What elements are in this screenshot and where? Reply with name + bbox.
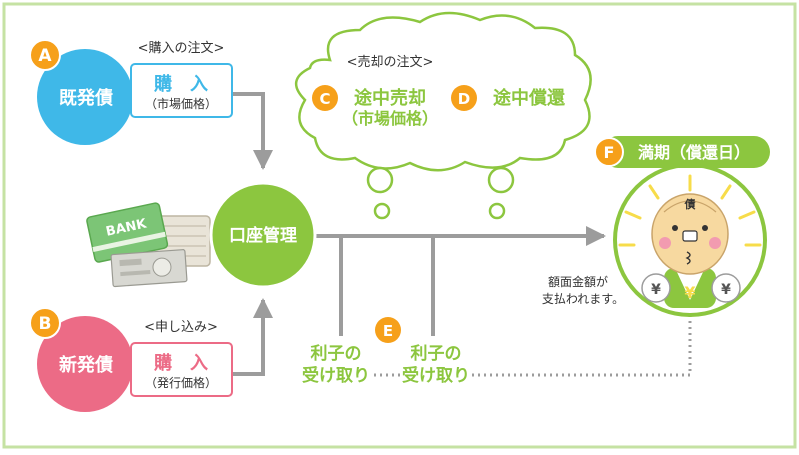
maturity-label: 満期（償還日） — [638, 143, 750, 162]
outer-frame — [2, 2, 797, 449]
d-early-redemption: 途中償還 — [493, 87, 566, 109]
bond-b-price-label: （発行価格） — [145, 375, 217, 390]
bond-a-group: A 既発債 <購入の注文> 購 入 （市場価格） — [29, 39, 233, 145]
banknote — [110, 249, 188, 288]
sell-cloud-group: <売却の注文> C 途中売却 （市場価格） D 途中償還 — [295, 11, 592, 220]
cloud-shape — [295, 11, 592, 172]
payment-dotted-line — [472, 316, 692, 377]
badge-d: D — [458, 90, 470, 108]
c-market-price: （市場価格） — [342, 109, 438, 128]
interest-1-line1: 利子の — [311, 343, 362, 364]
bond-b-order-caption: <申し込み> — [144, 320, 218, 335]
mascot-hat-char: 債 — [684, 197, 696, 211]
mascot-yen-right: ¥ — [721, 282, 731, 298]
badge-c: C — [319, 90, 330, 108]
maturity-note-line1: 額面金額が — [548, 274, 608, 289]
maturity-note-line2: 支払われます。 — [542, 292, 624, 306]
interest-2-line2: 受け取り — [402, 365, 470, 386]
badge-f-circle — [594, 137, 624, 167]
bank-illustration: BANK — [86, 202, 211, 288]
badge-d-circle — [451, 85, 477, 111]
bond-mascot: 債 ¥ ¥ ¥ — [641, 193, 741, 308]
account-group: 口座管理 — [209, 181, 317, 289]
interest-1-line2: 受け取り — [302, 365, 370, 386]
bond-a-buy-label: 購 入 — [153, 73, 208, 95]
bond-b-badge: B — [39, 314, 52, 334]
account-label: 口座管理 — [229, 225, 297, 246]
mascot-yen-center: ¥ — [684, 283, 695, 302]
bond-b-buy-box — [130, 342, 233, 397]
maturity-label-pill — [602, 136, 770, 168]
thought-bubble-4 — [488, 202, 506, 220]
thought-bubble-1 — [366, 166, 394, 194]
badge-f: F — [604, 143, 615, 162]
thought-bubble-2 — [373, 202, 391, 220]
bond-b-label: 新発債 — [59, 354, 113, 376]
bond-b-badge-circle — [29, 307, 61, 339]
bond-a-price-label: （市場価格） — [145, 96, 217, 111]
badge-e-circle — [375, 317, 401, 343]
account-circle — [209, 181, 317, 289]
bond-a-circle — [37, 49, 133, 145]
bond-a-buy-box — [130, 63, 233, 118]
arrow-buy-b-to-account — [232, 298, 273, 376]
bond-a-badge: A — [38, 46, 52, 66]
maturity-group: 債 ¥ ¥ ¥ F 満期（償還日） 額面金額が 支払われます。 — [542, 136, 770, 317]
badge-c-circle — [312, 85, 338, 111]
bond-a-order-caption: <購入の注文> — [138, 41, 225, 56]
arrow-buy-a-to-account — [232, 92, 273, 170]
bond-a-badge-circle — [29, 39, 61, 71]
sun-rays — [618, 174, 762, 247]
interest-group: 利子の 受け取り E 利子の 受け取り — [302, 317, 470, 386]
bond-b-group: B 新発債 <申し込み> 購 入 （発行価格） — [29, 307, 233, 412]
bond-b-circle — [37, 316, 133, 412]
bond-a-label: 既発債 — [59, 87, 113, 109]
interest-2-line1: 利子の — [411, 343, 462, 364]
sell-caption: <売却の注文> — [347, 54, 434, 70]
thought-bubble-3 — [487, 166, 515, 194]
badge-e: E — [383, 322, 393, 340]
flow-arrows — [232, 92, 606, 376]
c-early-sale: 途中売却 — [354, 87, 426, 109]
mascot-yen-left: ¥ — [651, 282, 661, 298]
bond-b-buy-label: 購 入 — [153, 352, 208, 374]
